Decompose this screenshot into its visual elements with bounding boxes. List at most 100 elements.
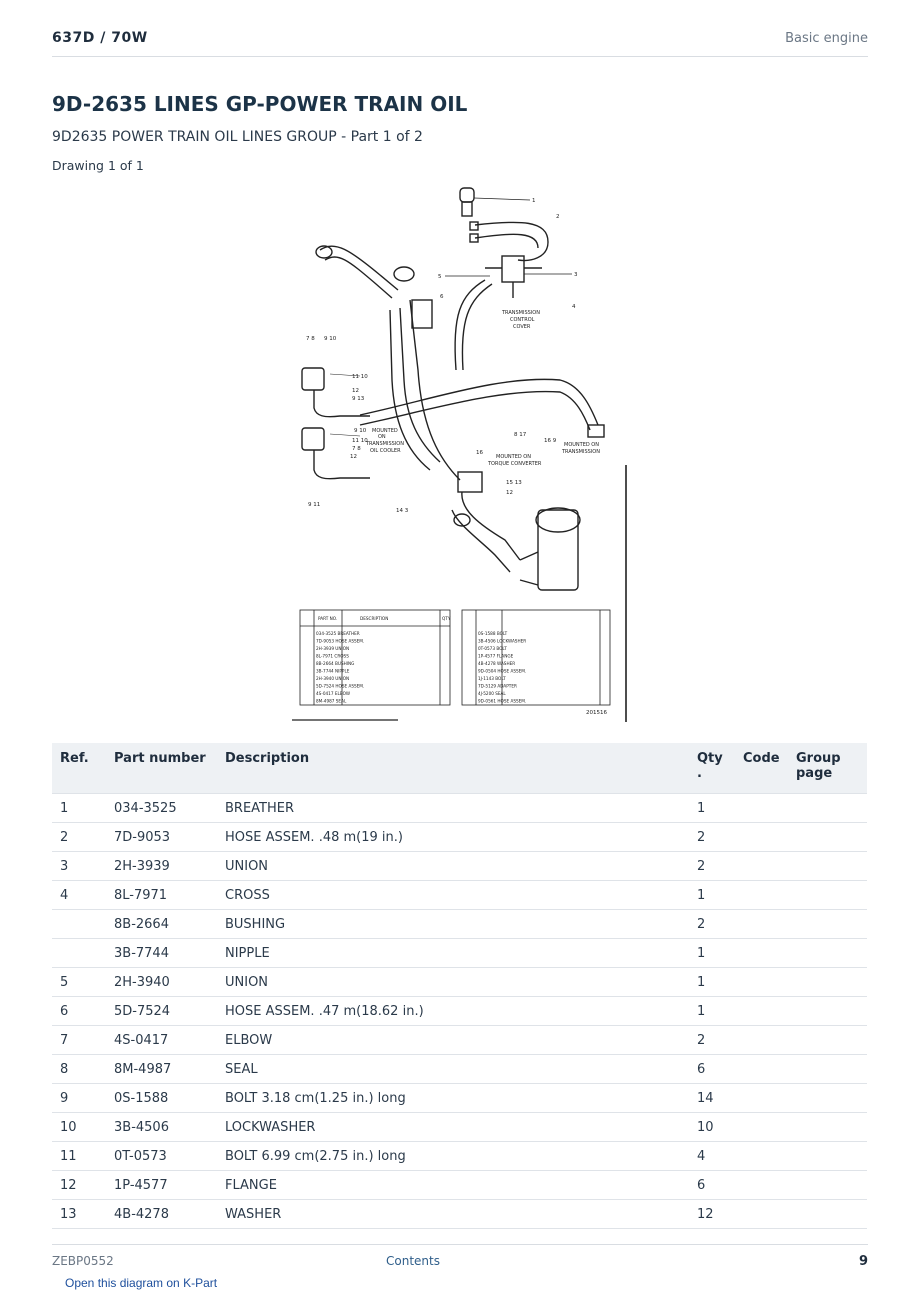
cell-part-number[interactable]: 0S-1588 xyxy=(106,1083,217,1113)
contents-link[interactable]: Contents xyxy=(386,1254,440,1268)
cell-description: NIPPLE xyxy=(217,938,689,968)
cell-code xyxy=(735,909,788,939)
svg-text:9 10: 9 10 xyxy=(324,336,337,342)
cell-group-page xyxy=(788,1141,867,1171)
svg-text:6: 6 xyxy=(440,294,444,300)
cell-part-number[interactable]: 8L-7971 xyxy=(106,880,217,910)
col-ref: Ref. xyxy=(52,743,106,794)
col-code: Code xyxy=(735,743,788,794)
svg-text:MOUNTED ON: MOUNTED ON xyxy=(496,454,531,460)
cell-qty: 1 xyxy=(689,996,735,1026)
legend-line: 8L-7971 CROSS xyxy=(316,654,349,659)
legend-line: 0T-0573 BOLT xyxy=(478,646,507,651)
cell-part-number[interactable]: 5D-7524 xyxy=(106,996,217,1026)
cell-description: BREATHER xyxy=(217,793,689,823)
svg-text:QTY: QTY xyxy=(442,616,451,621)
svg-text:1: 1 xyxy=(532,198,536,204)
cell-part-number[interactable]: 7D-9053 xyxy=(106,822,217,852)
svg-text:OIL COOLER: OIL COOLER xyxy=(370,448,401,454)
cell-part-number[interactable]: 0T-0573 xyxy=(106,1141,217,1171)
svg-text:12: 12 xyxy=(350,454,357,460)
open-kpart-link[interactable]: Open this diagram on K-Part xyxy=(65,1276,218,1290)
cell-code xyxy=(735,851,788,881)
legend-line: 9D-0504 HOSE ASSEM. xyxy=(478,669,526,674)
cell-description: WASHER xyxy=(217,1199,689,1229)
cell-part-number[interactable]: 4S-0417 xyxy=(106,1025,217,1055)
cell-group-page xyxy=(788,1199,867,1229)
cell-part-number[interactable]: 2H-3940 xyxy=(106,967,217,997)
cell-part-number[interactable]: 3B-4506 xyxy=(106,1112,217,1142)
legend-line: 5D-7524 HOSE ASSEM. xyxy=(316,684,364,689)
svg-text:11 10: 11 10 xyxy=(352,374,368,380)
svg-text:9 10: 9 10 xyxy=(354,428,367,434)
legend-line: 4S-0417 ELBOW xyxy=(316,691,350,696)
legend-line: 7D-9053 HOSE ASSEM. xyxy=(316,639,364,644)
cell-part-number[interactable]: 1P-4577 xyxy=(106,1170,217,1200)
cell-description: HOSE ASSEM. .48 m(19 in.) xyxy=(217,822,689,852)
cell-part-number[interactable]: 034-3525 xyxy=(106,793,217,823)
cell-part-number[interactable]: 8M-4987 xyxy=(106,1054,217,1084)
cell-code xyxy=(735,1170,788,1200)
cell-group-page xyxy=(788,1083,867,1113)
page-footer: ZEBP0552 Contents 9 xyxy=(52,1244,868,1275)
cell-code xyxy=(735,1141,788,1171)
legend-line: 4J-5200 SEAL xyxy=(478,691,506,696)
page-header: 637D / 70W Basic engine xyxy=(52,28,868,57)
legend-line: 1P-4577 FLANGE xyxy=(478,654,514,659)
col-group-page: Group page xyxy=(788,743,867,794)
svg-text:201516: 201516 xyxy=(586,710,607,716)
cell-group-page xyxy=(788,996,867,1026)
cell-group-page xyxy=(788,1170,867,1200)
svg-text:TRANSMISSION: TRANSMISSION xyxy=(365,441,404,447)
svg-text:9 13: 9 13 xyxy=(352,396,365,402)
cell-code xyxy=(735,938,788,968)
svg-text:CONTROL: CONTROL xyxy=(510,317,535,323)
svg-text:3: 3 xyxy=(574,272,578,278)
cell-ref: 7 xyxy=(52,1025,106,1055)
cell-description: UNION xyxy=(217,967,689,997)
cell-description: UNION xyxy=(217,851,689,881)
cell-description: ELBOW xyxy=(217,1025,689,1055)
cell-code xyxy=(735,822,788,852)
page-number: 9 xyxy=(858,1254,868,1269)
cell-part-number[interactable]: 2H-3939 xyxy=(106,851,217,881)
svg-text:14 3: 14 3 xyxy=(396,508,409,514)
cell-group-page xyxy=(788,1054,867,1084)
legend-line: 9D-0561 HOSE ASSEM. xyxy=(478,699,526,704)
cell-ref: 5 xyxy=(52,967,106,997)
cell-ref: 9 xyxy=(52,1083,106,1113)
legend-line: 0S-1588 BOLT xyxy=(478,631,508,636)
cell-code xyxy=(735,1199,788,1229)
svg-text:11 10: 11 10 xyxy=(352,438,368,444)
parts-table: Ref. Part number Description Qty . Code … xyxy=(52,743,867,1229)
col-qty: Qty . xyxy=(689,743,735,794)
model-label: 637D / 70W xyxy=(52,30,148,46)
cell-qty: 6 xyxy=(689,1054,735,1084)
cell-part-number[interactable]: 8B-2664 xyxy=(106,909,217,939)
table-header-row: Ref. Part number Description Qty . Code … xyxy=(52,743,867,794)
cell-ref: 4 xyxy=(52,880,106,910)
cell-group-page xyxy=(788,851,867,881)
svg-text:ON: ON xyxy=(378,434,386,440)
cell-group-page xyxy=(788,909,867,939)
cell-part-number[interactable]: 3B-7744 xyxy=(106,938,217,968)
svg-text:16 9: 16 9 xyxy=(544,438,557,444)
cell-ref: 8 xyxy=(52,1054,106,1084)
cell-qty: 6 xyxy=(689,1170,735,1200)
cell-code xyxy=(735,1025,788,1055)
cell-qty: 1 xyxy=(689,880,735,910)
cell-ref xyxy=(52,909,106,939)
cell-part-number[interactable]: 4B-4278 xyxy=(106,1199,217,1229)
svg-text:MOUNTED ON: MOUNTED ON xyxy=(564,442,599,448)
cell-description: FLANGE xyxy=(217,1170,689,1200)
parts-diagram: 1 2 3 4 5 6 TRANSMISSION CONTROL COVER 7… xyxy=(280,180,640,725)
col-part-number: Part number xyxy=(106,743,217,794)
cell-code xyxy=(735,967,788,997)
